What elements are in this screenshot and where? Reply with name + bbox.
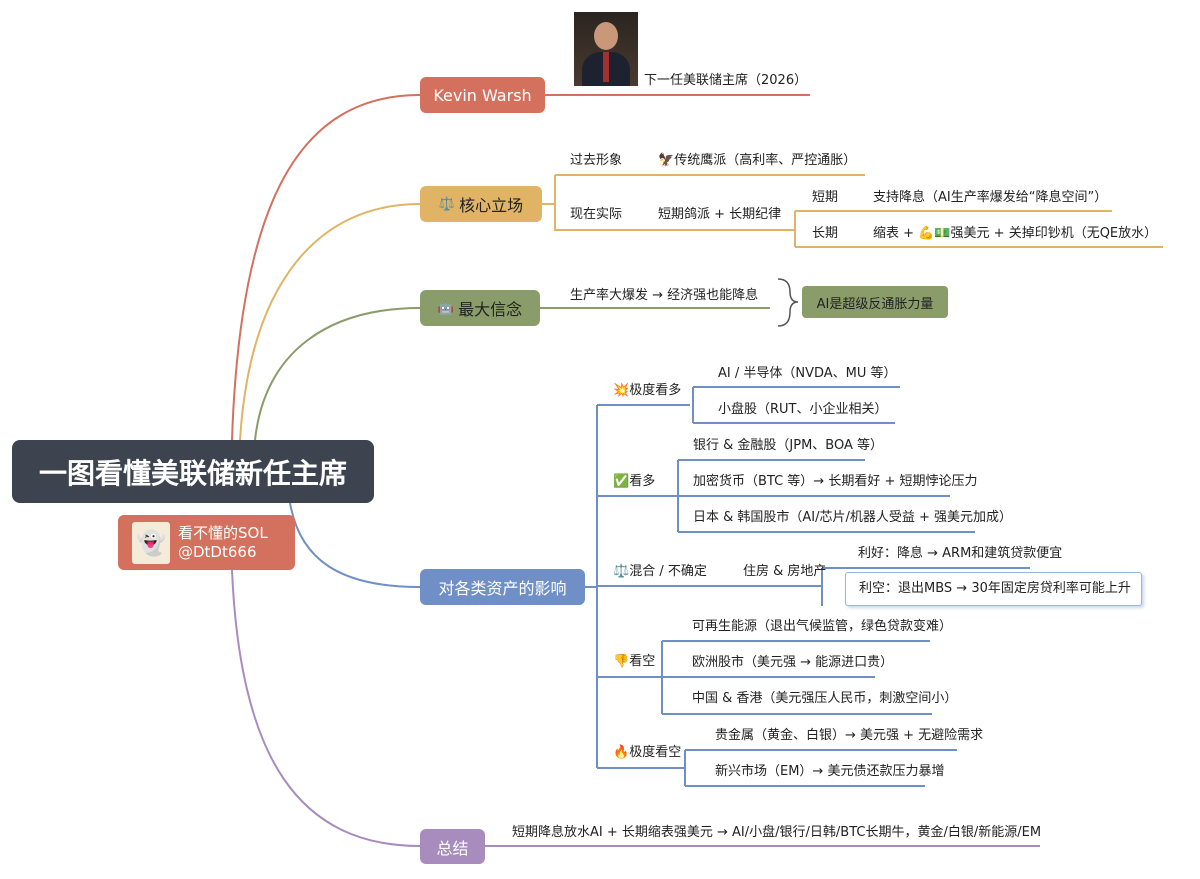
hawk-icon: 🦅 <box>658 153 675 168</box>
assets-node[interactable]: 对各类资产的影响 <box>420 569 585 605</box>
author-handle: @DtDt666 <box>178 542 257 561</box>
fire-icon: 🔥 <box>613 745 630 760</box>
belief-text: 生产率大爆发 → 经济强也能降息 <box>570 288 759 303</box>
asset-item: 加密货币（BTC 等）→ 长期看好 + 短期悖论压力 <box>693 474 978 489</box>
housing-label: 住房 & 房地产 <box>743 564 827 579</box>
brace <box>777 278 799 327</box>
kevin-caption: 下一任美联储主席（2026） <box>644 73 808 88</box>
past-value: 🦅传统鹰派（高利率、严控通胀） <box>658 153 857 168</box>
asset-item: 可再生能源（退出气候监管，绿色贷款变难） <box>692 619 953 634</box>
robot-icon: 🤖 <box>437 300 455 316</box>
dollar-bill-icon: 💵 <box>934 226 951 241</box>
group-bull[interactable]: ✅看多 <box>613 474 656 489</box>
asset-item: 日本 & 韩国股市（AI/芯片/机器人受益 + 强美元加成） <box>693 510 1013 525</box>
core-stance-node[interactable]: ⚖️核心立场 <box>420 186 542 222</box>
check-icon: ✅ <box>613 474 630 489</box>
now-label: 现在实际 <box>570 207 623 222</box>
branch-belief <box>254 307 421 441</box>
sparkle-icon: 💥 <box>613 383 630 398</box>
group-strong-bull[interactable]: 💥极度看多 <box>613 383 682 398</box>
summary-node[interactable]: 总结 <box>420 829 485 864</box>
asset-item-selected[interactable]: 利空：退出MBS → 30年固定房贷利率可能上升 <box>845 572 1142 606</box>
flexed-arm-icon: 💪 <box>918 226 935 241</box>
long-term-value: 缩表 + 💪💵强美元 + 关掉印钞机（无QE放水） <box>873 226 1158 241</box>
past-label: 过去形象 <box>570 153 623 168</box>
kevin-photo <box>574 12 638 86</box>
author-name: 看不懂的SOL <box>178 523 268 542</box>
scales-icon: ⚖️ <box>438 196 456 212</box>
branch-summary <box>231 569 421 847</box>
belief-node[interactable]: 🤖最大信念 <box>420 290 540 326</box>
short-term-value: 支持降息（AI生产率爆发给“降息空间”） <box>873 190 1108 205</box>
author-avatar: 👻 <box>132 521 170 564</box>
now-value: 短期鸽派 + 长期纪律 <box>658 207 782 222</box>
asset-item: 欧洲股市（美元强 → 能源进口贵） <box>692 655 894 670</box>
asset-item: AI / 半导体（NVDA、MU 等） <box>718 366 897 381</box>
asset-item: 小盘股（RUT、小企业相关） <box>718 402 888 417</box>
summary-text: 短期降息放水AI + 长期缩表强美元 → AI/小盘/银行/日韩/BTC长期牛，… <box>512 825 1042 840</box>
group-bear[interactable]: 👎看空 <box>613 654 656 669</box>
asset-item: 中国 & 香港（美元强压人民币，刺激空间小） <box>692 691 958 706</box>
thumbs-down-icon: 👎 <box>613 654 630 669</box>
branch-core <box>239 203 421 441</box>
scales-icon: ⚖️ <box>613 564 630 579</box>
asset-item: 新兴市场（EM）→ 美元债还款压力暴增 <box>715 764 945 779</box>
asset-item: 银行 & 金融股（JPM、BOA 等） <box>693 438 884 453</box>
kevin-warsh-node[interactable]: Kevin Warsh <box>420 77 545 113</box>
branch-kevin <box>231 94 421 441</box>
group-mixed[interactable]: ⚖️混合 / 不确定 <box>613 564 707 579</box>
short-term-label: 短期 <box>812 190 839 205</box>
center-node[interactable]: 一图看懂美联储新任主席 <box>12 440 374 503</box>
asset-item: 贵金属（黄金、白银）→ 美元强 + 无避险需求 <box>715 728 984 743</box>
author-badge: 👻 看不懂的SOL@DtDt666 <box>118 515 295 570</box>
belief-conclusion[interactable]: AI是超级反通胀力量 <box>802 286 948 318</box>
long-term-label: 长期 <box>812 226 839 241</box>
branch-assets <box>289 502 421 588</box>
group-strong-bear[interactable]: 🔥极度看空 <box>613 745 682 760</box>
asset-item: 利好：降息 → ARM和建筑贷款便宜 <box>858 546 1063 561</box>
